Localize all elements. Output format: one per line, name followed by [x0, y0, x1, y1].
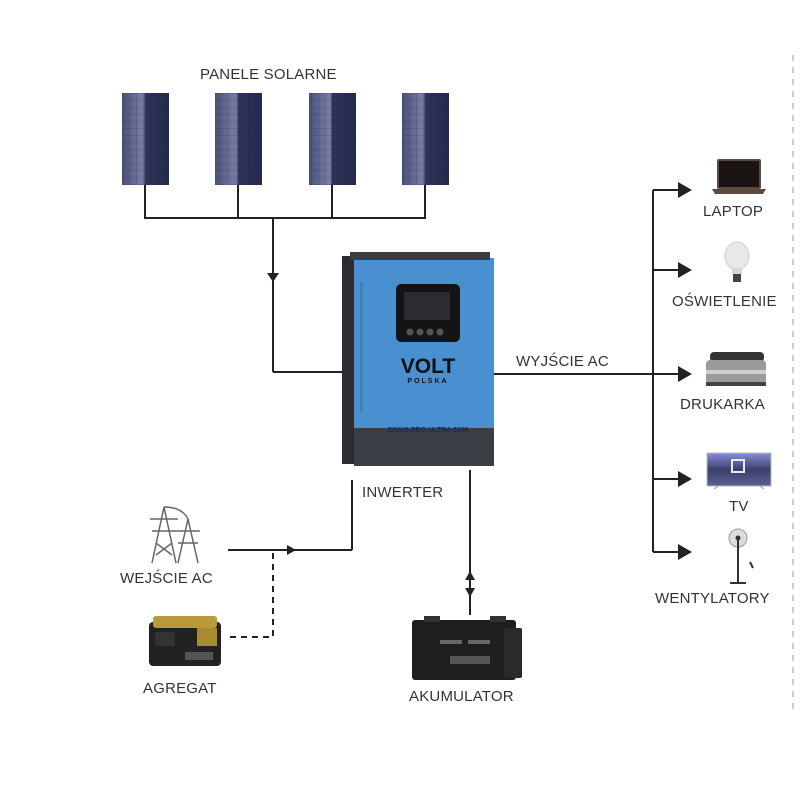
solar-panel-icon — [309, 93, 356, 185]
light-bulb-icon — [724, 241, 750, 282]
laptop-icon — [712, 159, 766, 194]
solar-panel-icon — [215, 93, 262, 185]
inverter-icon: VOLT POLSKA SINUS PRO ULTRA 2000 — [342, 252, 494, 466]
solar-panel-icon — [402, 93, 449, 185]
inverter-label: INWERTER — [362, 484, 444, 501]
printer-icon — [706, 352, 766, 386]
battery-arrow-up — [465, 571, 475, 580]
battery-label: AKUMULATOR — [409, 688, 514, 705]
load-label-printer: DRUKARKA — [680, 396, 765, 413]
svg-text:VOLT: VOLT — [401, 355, 456, 378]
generator-icon — [149, 616, 221, 666]
battery-arrow-down — [465, 588, 475, 597]
ac-output-label: WYJŚCIE AC — [516, 353, 609, 370]
svg-text:SINUS PRO ULTRA 2000: SINUS PRO ULTRA 2000 — [388, 427, 469, 434]
solar-arrow — [267, 273, 279, 282]
power-pylon-icon — [150, 506, 200, 564]
generator-line — [230, 552, 274, 638]
load-label-laptop: LAPTOP — [703, 203, 764, 220]
load-label-fan: WENTYLATORY — [655, 590, 770, 607]
generator-label: AGREGAT — [143, 680, 217, 697]
svg-text:POLSKA: POLSKA — [407, 378, 448, 385]
solar-panels — [122, 93, 449, 185]
load-label-tv: TV — [729, 498, 749, 515]
solar-panels-label: PANELE SOLARNE — [200, 66, 337, 83]
load-label-lighting: OŚWIETLENIE — [672, 293, 777, 310]
ac-input-arrow — [287, 545, 296, 555]
ac-input-label: WEJŚCIE AC — [120, 570, 213, 587]
fan-icon — [728, 528, 754, 584]
battery-icon — [412, 616, 522, 680]
solar-panel-icon — [122, 93, 169, 185]
tv-icon — [706, 452, 772, 490]
